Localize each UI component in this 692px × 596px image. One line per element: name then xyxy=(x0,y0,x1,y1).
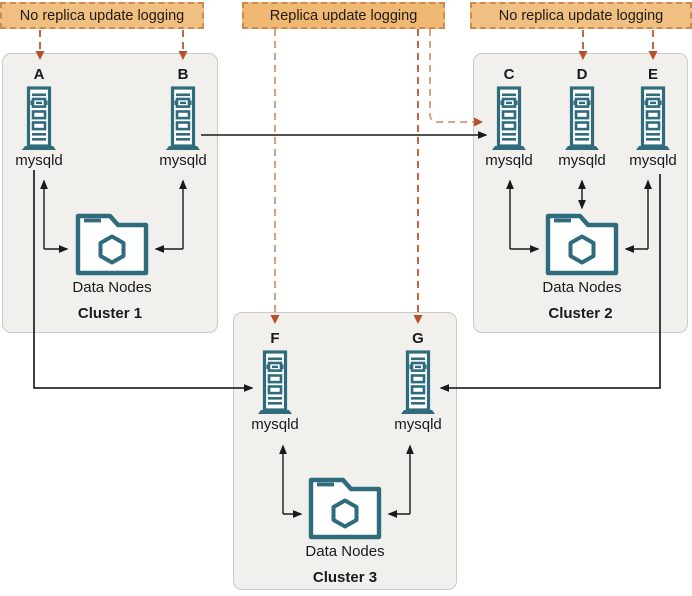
cluster-2-name: Cluster 2 xyxy=(548,305,613,322)
mysqld-label: mysqld xyxy=(485,152,533,169)
server-letter-d: D xyxy=(576,66,588,83)
server-tower-icon xyxy=(636,86,670,150)
mysqld-label: mysqld xyxy=(15,152,63,169)
banner-no-replica-update-logging-left: No replica update logging xyxy=(0,2,204,29)
server-letter-b: B xyxy=(177,66,189,83)
folder-tab-dash xyxy=(554,218,571,223)
mysqld-server-f: F mysqld xyxy=(247,330,303,434)
server-tower-icon xyxy=(565,86,599,150)
banner-no-replica-update-logging-right: No replica update logging xyxy=(470,2,692,29)
cluster-1-data-nodes-icon xyxy=(74,213,150,282)
folder-icon xyxy=(308,477,382,540)
mysqld-server-c: C mysqld xyxy=(481,66,537,170)
server-tower-icon xyxy=(22,86,56,150)
mysqld-server-a: A mysqld xyxy=(11,66,67,170)
mysqld-server-e: E mysqld xyxy=(625,66,681,170)
mysqld-label: mysqld xyxy=(629,152,677,169)
mysqld-label: mysqld xyxy=(159,152,207,169)
banner-replica-update-logging: Replica update logging xyxy=(242,2,445,29)
folder-icon xyxy=(75,213,149,276)
mysqld-label: mysqld xyxy=(251,416,299,433)
server-letter-f: F xyxy=(270,330,280,347)
folder-tab-dash xyxy=(84,218,101,223)
mysqld-label: mysqld xyxy=(394,416,442,433)
server-letter-e: E xyxy=(647,66,658,83)
server-tower-icon xyxy=(258,350,292,414)
hexagon-icon xyxy=(98,234,126,265)
server-tower-icon xyxy=(492,86,526,150)
cluster-2-data-nodes-icon xyxy=(544,213,620,282)
banner-label: No replica update logging xyxy=(19,7,185,24)
mysqld-server-g: G mysqld xyxy=(390,330,446,434)
cluster-3-data-nodes-icon xyxy=(307,477,383,546)
server-letter-g: G xyxy=(412,330,424,347)
server-letter-c: C xyxy=(503,66,515,83)
cluster-3-data-nodes-label: Data Nodes xyxy=(305,543,385,560)
mysqld-label: mysqld xyxy=(558,152,606,169)
server-tower-icon xyxy=(166,86,200,150)
hexagon-icon xyxy=(331,498,359,529)
folder-tab-dash xyxy=(317,482,334,487)
banner-label: No replica update logging xyxy=(498,7,664,24)
cluster-3-name: Cluster 3 xyxy=(312,569,378,586)
mysqld-server-b: B mysqld xyxy=(155,66,211,170)
banner-label: Replica update logging xyxy=(269,7,418,24)
cluster-1-name: Cluster 1 xyxy=(77,305,143,322)
server-tower-icon xyxy=(401,350,435,414)
mysqld-server-d: D mysqld xyxy=(554,66,610,170)
hexagon-icon xyxy=(568,234,596,265)
server-letter-a: A xyxy=(33,66,45,83)
folder-icon xyxy=(545,213,619,276)
